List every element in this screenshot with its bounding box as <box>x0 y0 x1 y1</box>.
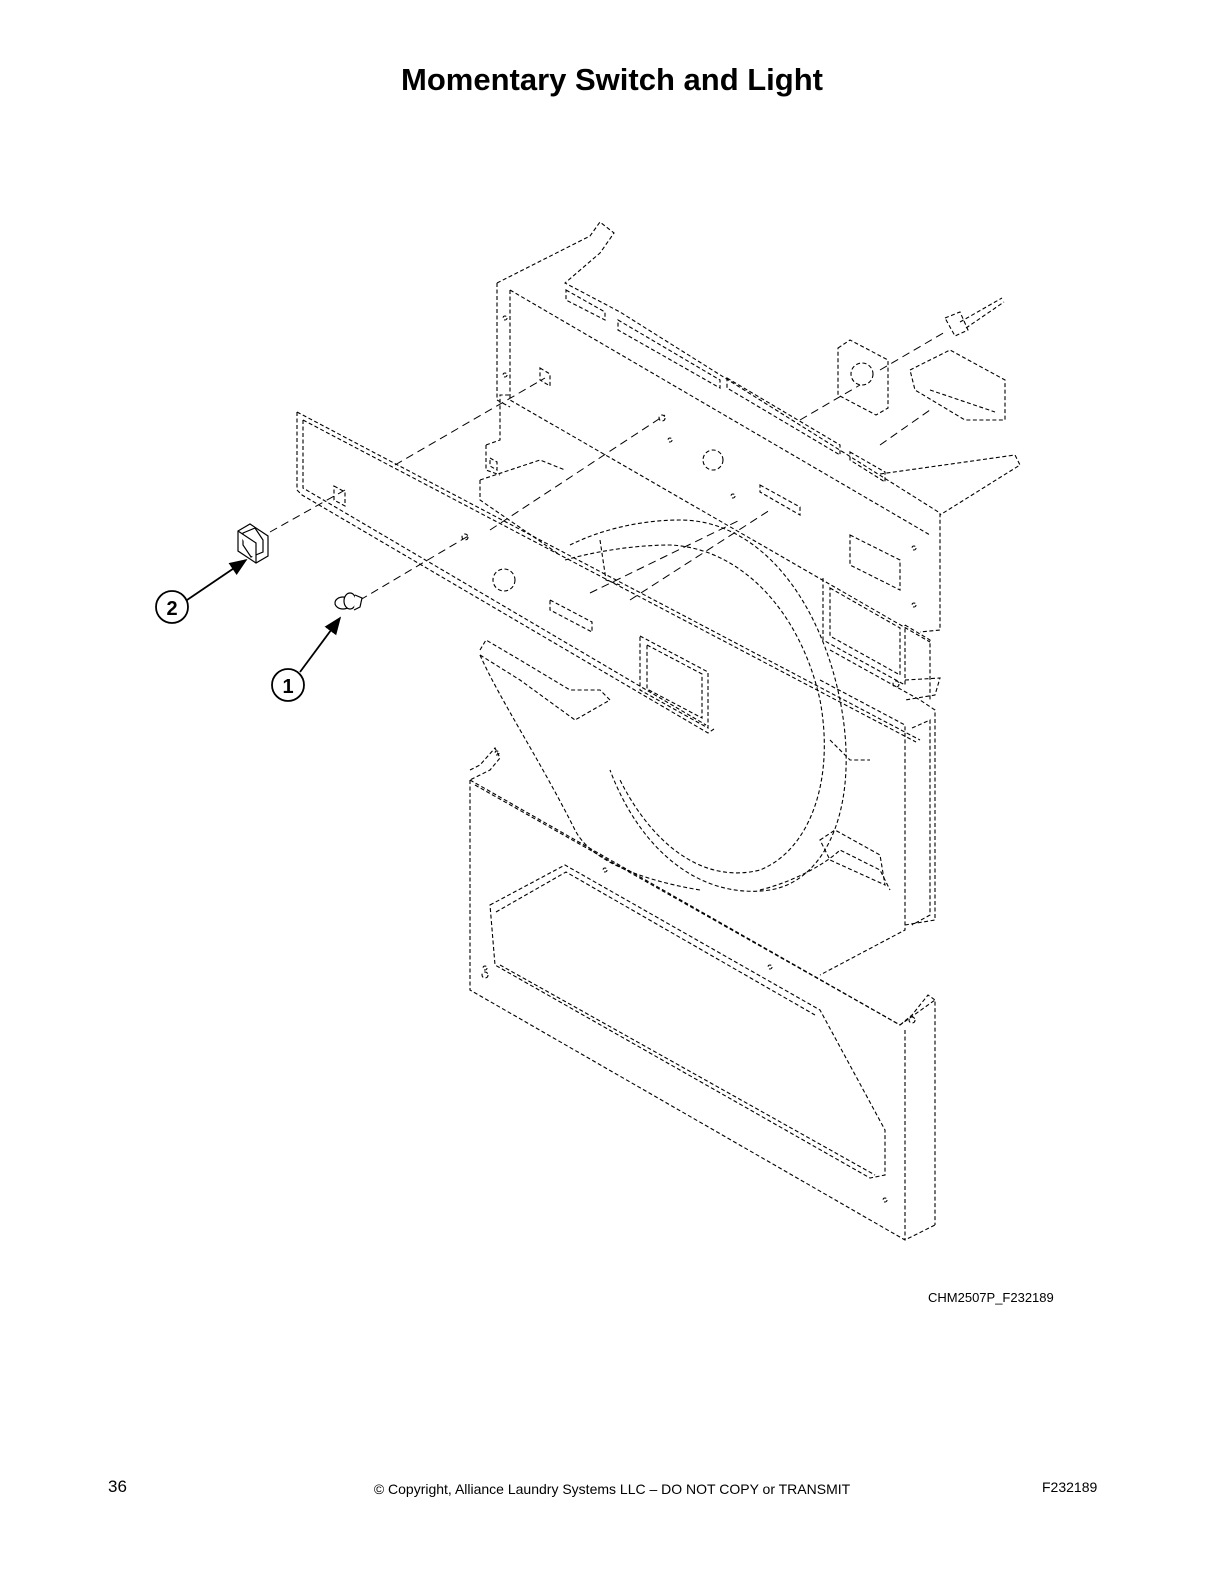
figure-code: CHM2507P_F232189 <box>928 1290 1054 1305</box>
momentary-switch-part <box>237 523 269 564</box>
callout-arrows <box>186 558 342 673</box>
document-id: F232189 <box>1042 1479 1098 1495</box>
callout-1-label: 1 <box>282 676 293 698</box>
explode-lines <box>269 331 946 601</box>
copyright-notice: © Copyright, Alliance Laundry Systems LL… <box>373 1481 851 1497</box>
page-title: Momentary Switch and Light <box>401 62 823 97</box>
light-part <box>334 592 363 611</box>
callout-2-label: 2 <box>166 598 177 620</box>
callout-2: 2 <box>155 590 189 624</box>
callout-1: 1 <box>271 668 305 702</box>
page-number: 36 <box>108 1477 127 1496</box>
dryer-frame-assembly <box>296 221 1021 1241</box>
